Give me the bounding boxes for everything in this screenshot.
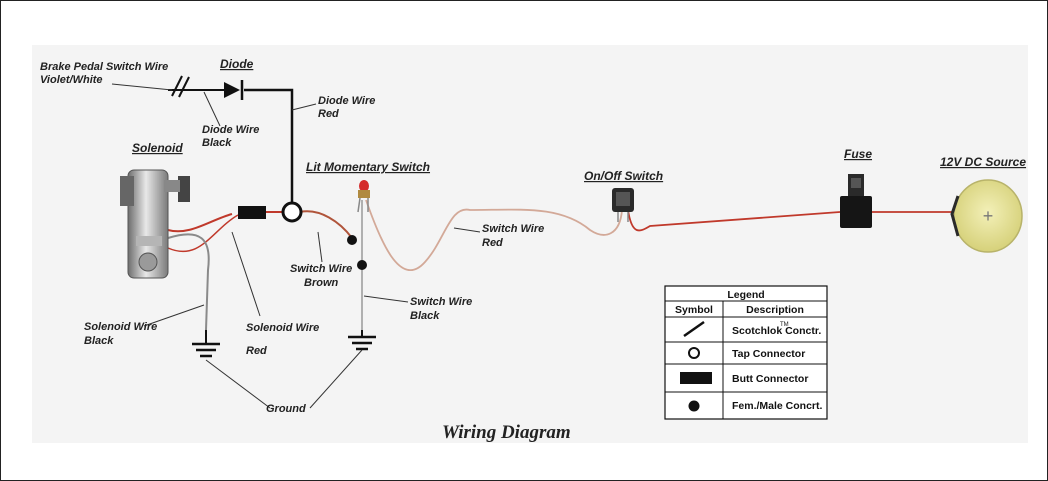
legend-col-description: Description: [746, 304, 804, 316]
switch-red-wire: [365, 199, 623, 271]
fuse-body: [840, 174, 872, 228]
legend-row-4-desc: Fem./Male Concrt.: [732, 400, 823, 412]
diode-black-label-1: Diode Wire: [202, 124, 259, 136]
lit-switch-label: Lit Momentary Switch: [306, 160, 430, 174]
diode-label: Diode: [220, 57, 254, 71]
solenoid-body: [120, 169, 190, 279]
solenoid-label: Solenoid: [132, 141, 183, 155]
butt-connector-legend-icon: [680, 372, 712, 384]
fuse-label: Fuse: [844, 147, 872, 161]
switch-brown-label-2: Brown: [304, 277, 339, 289]
legend-title: Legend: [727, 289, 764, 301]
tap-connector-icon: [281, 201, 303, 223]
legend: Legend Symbol Description Scotchlok Conc…: [664, 285, 828, 420]
ground-icon-1: [192, 330, 220, 358]
ground-icon-2: [348, 330, 376, 351]
solenoid-red-wire: [167, 213, 233, 233]
onoff-switch-label: On/Off Switch: [584, 169, 663, 183]
switch-brown-label-1: Switch Wire: [290, 263, 352, 275]
switch-brown-wire: [299, 210, 353, 239]
diode-red-label-1: Diode Wire: [318, 95, 375, 107]
diagram-panel: [32, 45, 1028, 443]
lit-switch-body: [357, 180, 370, 213]
fem-male-connector-1: [347, 235, 357, 245]
brake-wire-label-2: Violet/White: [40, 74, 103, 86]
scotchlok-mark-2: [178, 76, 190, 98]
switch-red-label-2: Red: [482, 237, 503, 249]
scotchlok-mark-1: [171, 75, 183, 97]
solenoid-black-label-1: Solenoid Wire: [84, 321, 157, 333]
brake-wire-label-1: Brake Pedal Switch Wire: [40, 61, 168, 73]
ground-label: Ground: [266, 403, 306, 415]
legend-row-2-desc: Tap Connector: [732, 348, 805, 360]
switch-black-label-1: Switch Wire: [410, 296, 472, 308]
diode-symbol: [224, 82, 240, 98]
source-label: 12V DC Source: [940, 155, 1026, 169]
scotchlok-icon: [683, 320, 705, 338]
dc-source: +: [950, 179, 1023, 253]
diode-black-label-2: Black: [202, 137, 232, 149]
tap-connector-legend-icon: [688, 347, 700, 359]
solenoid-red-label-1: Solenoid Wire: [246, 322, 319, 334]
switch-red-label-1: Switch Wire: [482, 223, 544, 235]
legend-row-3-desc: Butt Connector: [732, 373, 808, 385]
fem-male-connector-legend-icon: [688, 400, 700, 412]
diode-red-wire: [244, 88, 294, 207]
onoff-to-fuse-wire: [627, 209, 841, 232]
onoff-switch-body: [612, 188, 634, 222]
solenoid-red-label-2: Red: [246, 345, 267, 357]
source-plus-label: +: [983, 206, 994, 226]
butt-connector-icon: [238, 206, 266, 219]
switch-black-label-2: Black: [410, 310, 440, 322]
solenoid-black-label-2: Black: [84, 335, 114, 347]
legend-row-1-tm: TM: [780, 322, 789, 328]
legend-row-1-desc: Scotchlok Conctr.: [732, 325, 821, 337]
diode-red-label-2: Red: [318, 108, 339, 120]
solenoid-black-wire: [167, 233, 210, 331]
diagram-title: Wiring Diagram: [442, 422, 571, 443]
legend-col-symbol: Symbol: [675, 304, 713, 316]
fem-male-connector-2: [357, 260, 367, 270]
